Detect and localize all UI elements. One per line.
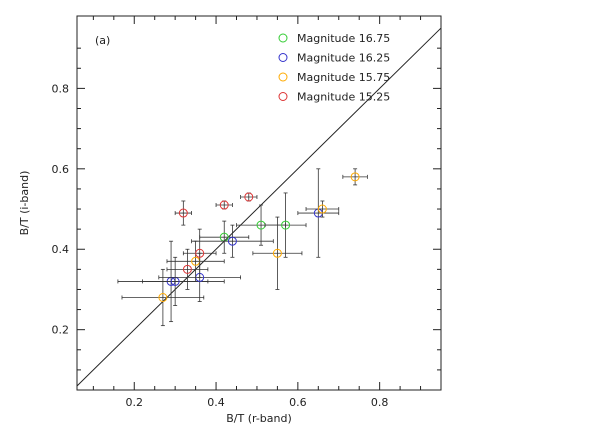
data-point: [297, 168, 340, 258]
y-tick-label: 0.2: [52, 324, 70, 337]
y-axis-label: B/T (i-band): [18, 171, 31, 236]
y-tick-label: 0.4: [52, 243, 70, 256]
data-point: [182, 228, 217, 278]
legend-item: Magnitude 15.25: [278, 91, 390, 104]
data-point: [264, 192, 307, 258]
one-to-one-line: [76, 27, 442, 387]
data-point: [166, 240, 225, 282]
data-points: [117, 168, 368, 327]
legend-marker-icon: [278, 92, 288, 101]
legend-label: Magnitude 16.25: [297, 52, 390, 65]
legend-label: Magnitude 15.25: [297, 91, 390, 104]
x-tick-label: 0.4: [207, 396, 225, 409]
y-tick-label: 0.8: [52, 82, 70, 95]
data-point: [174, 200, 192, 226]
legend-label: Magnitude 15.75: [297, 71, 390, 84]
data-point: [166, 248, 209, 290]
legend-label: Magnitude 16.75: [297, 32, 390, 45]
data-point: [191, 224, 274, 258]
axis-ticks: 0.2 0.4 0.6 0.8 0.2 0.4 0.6 0.8: [52, 16, 441, 409]
legend-marker-icon: [278, 72, 288, 82]
legend-marker-icon: [278, 53, 288, 62]
plot-frame: [76, 15, 442, 391]
legend-item: Magnitude 16.25: [278, 52, 390, 65]
x-tick-label: 0.8: [371, 396, 389, 409]
x-tick-label: 0.6: [289, 396, 307, 409]
legend-item: Magnitude 15.75: [278, 71, 390, 84]
legend-marker-icon: [278, 33, 288, 43]
data-point: [121, 268, 205, 327]
data-point: [305, 200, 340, 218]
data-point: [215, 200, 233, 210]
legend-item: Magnitude 16.75: [278, 32, 390, 45]
data-point: [252, 216, 303, 290]
y-tick-label: 0.6: [52, 163, 70, 176]
x-axis-label: B/T (r-band): [226, 412, 292, 425]
data-point: [199, 220, 250, 254]
panel-label: (a): [95, 34, 110, 47]
x-tick-label: 0.2: [126, 396, 144, 409]
data-point: [240, 192, 258, 202]
data-point: [342, 168, 368, 186]
